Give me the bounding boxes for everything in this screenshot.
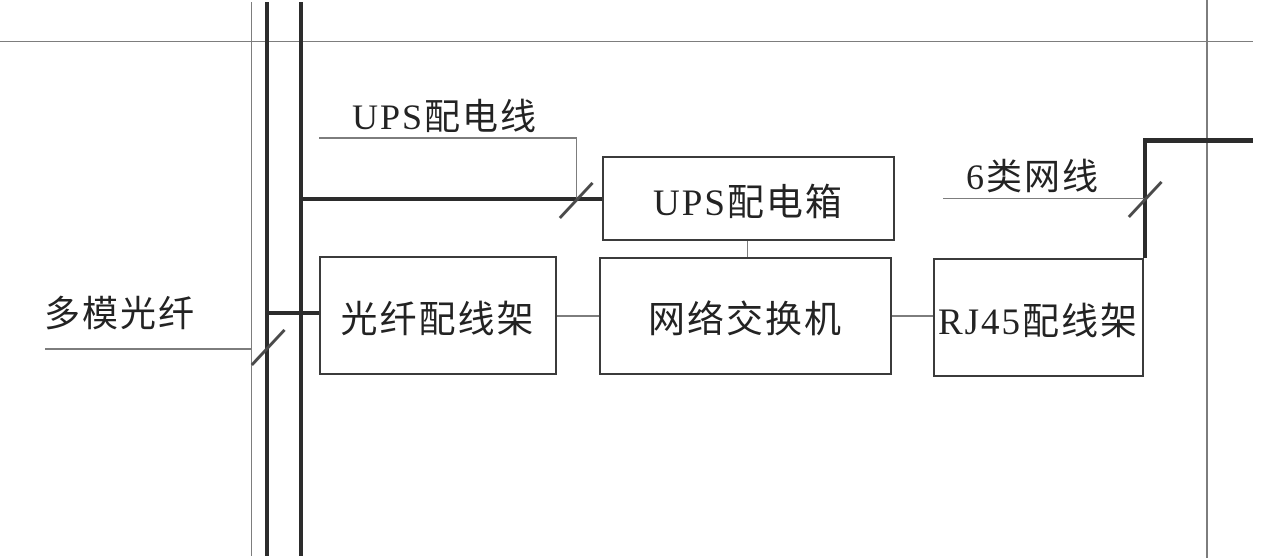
network-switch-box: 网络交换机 [599, 257, 892, 375]
left-riser-guide-line [250, 2, 252, 556]
top-floor-line [0, 40, 1253, 42]
right-guide-line [1206, 0, 1208, 558]
ups-label-leader [575, 137, 577, 199]
rj45-patch-panel-box: RJ45配线架 [933, 258, 1144, 377]
rj45-patch-panel-label: RJ45配线架 [937, 301, 1140, 343]
riser-cable-fiber-trunk [264, 2, 269, 556]
ups-power-box: UPS配电箱 [602, 156, 895, 241]
multimode-fiber-label: 多模光纤 [44, 294, 197, 334]
ups-label-underline [319, 137, 577, 139]
connector-upsbox-switch [746, 241, 748, 257]
riser-cable-power-trunk [298, 2, 303, 556]
cat6-label-leader [943, 197, 1146, 199]
ups-power-box-label: UPS配电箱 [653, 182, 844, 224]
ups-power-cable-run [301, 196, 602, 201]
cat6-cable-label: 6类网线 [966, 157, 1101, 197]
ups-power-line-label: UPS配电线 [352, 97, 539, 137]
network-switch-label: 网络交换机 [648, 300, 843, 341]
fiber-patch-panel-label: 光纤配线架 [340, 299, 536, 341]
connector-switch-rj45 [892, 315, 933, 317]
cat6-cable-horizontal-run [1142, 138, 1253, 143]
connector-fiberpanel-switch [557, 315, 599, 317]
multimode-fiber-cable-run [267, 310, 319, 315]
fiber-label-leader [45, 348, 252, 350]
fiber-patch-panel-box: 光纤配线架 [319, 256, 557, 375]
